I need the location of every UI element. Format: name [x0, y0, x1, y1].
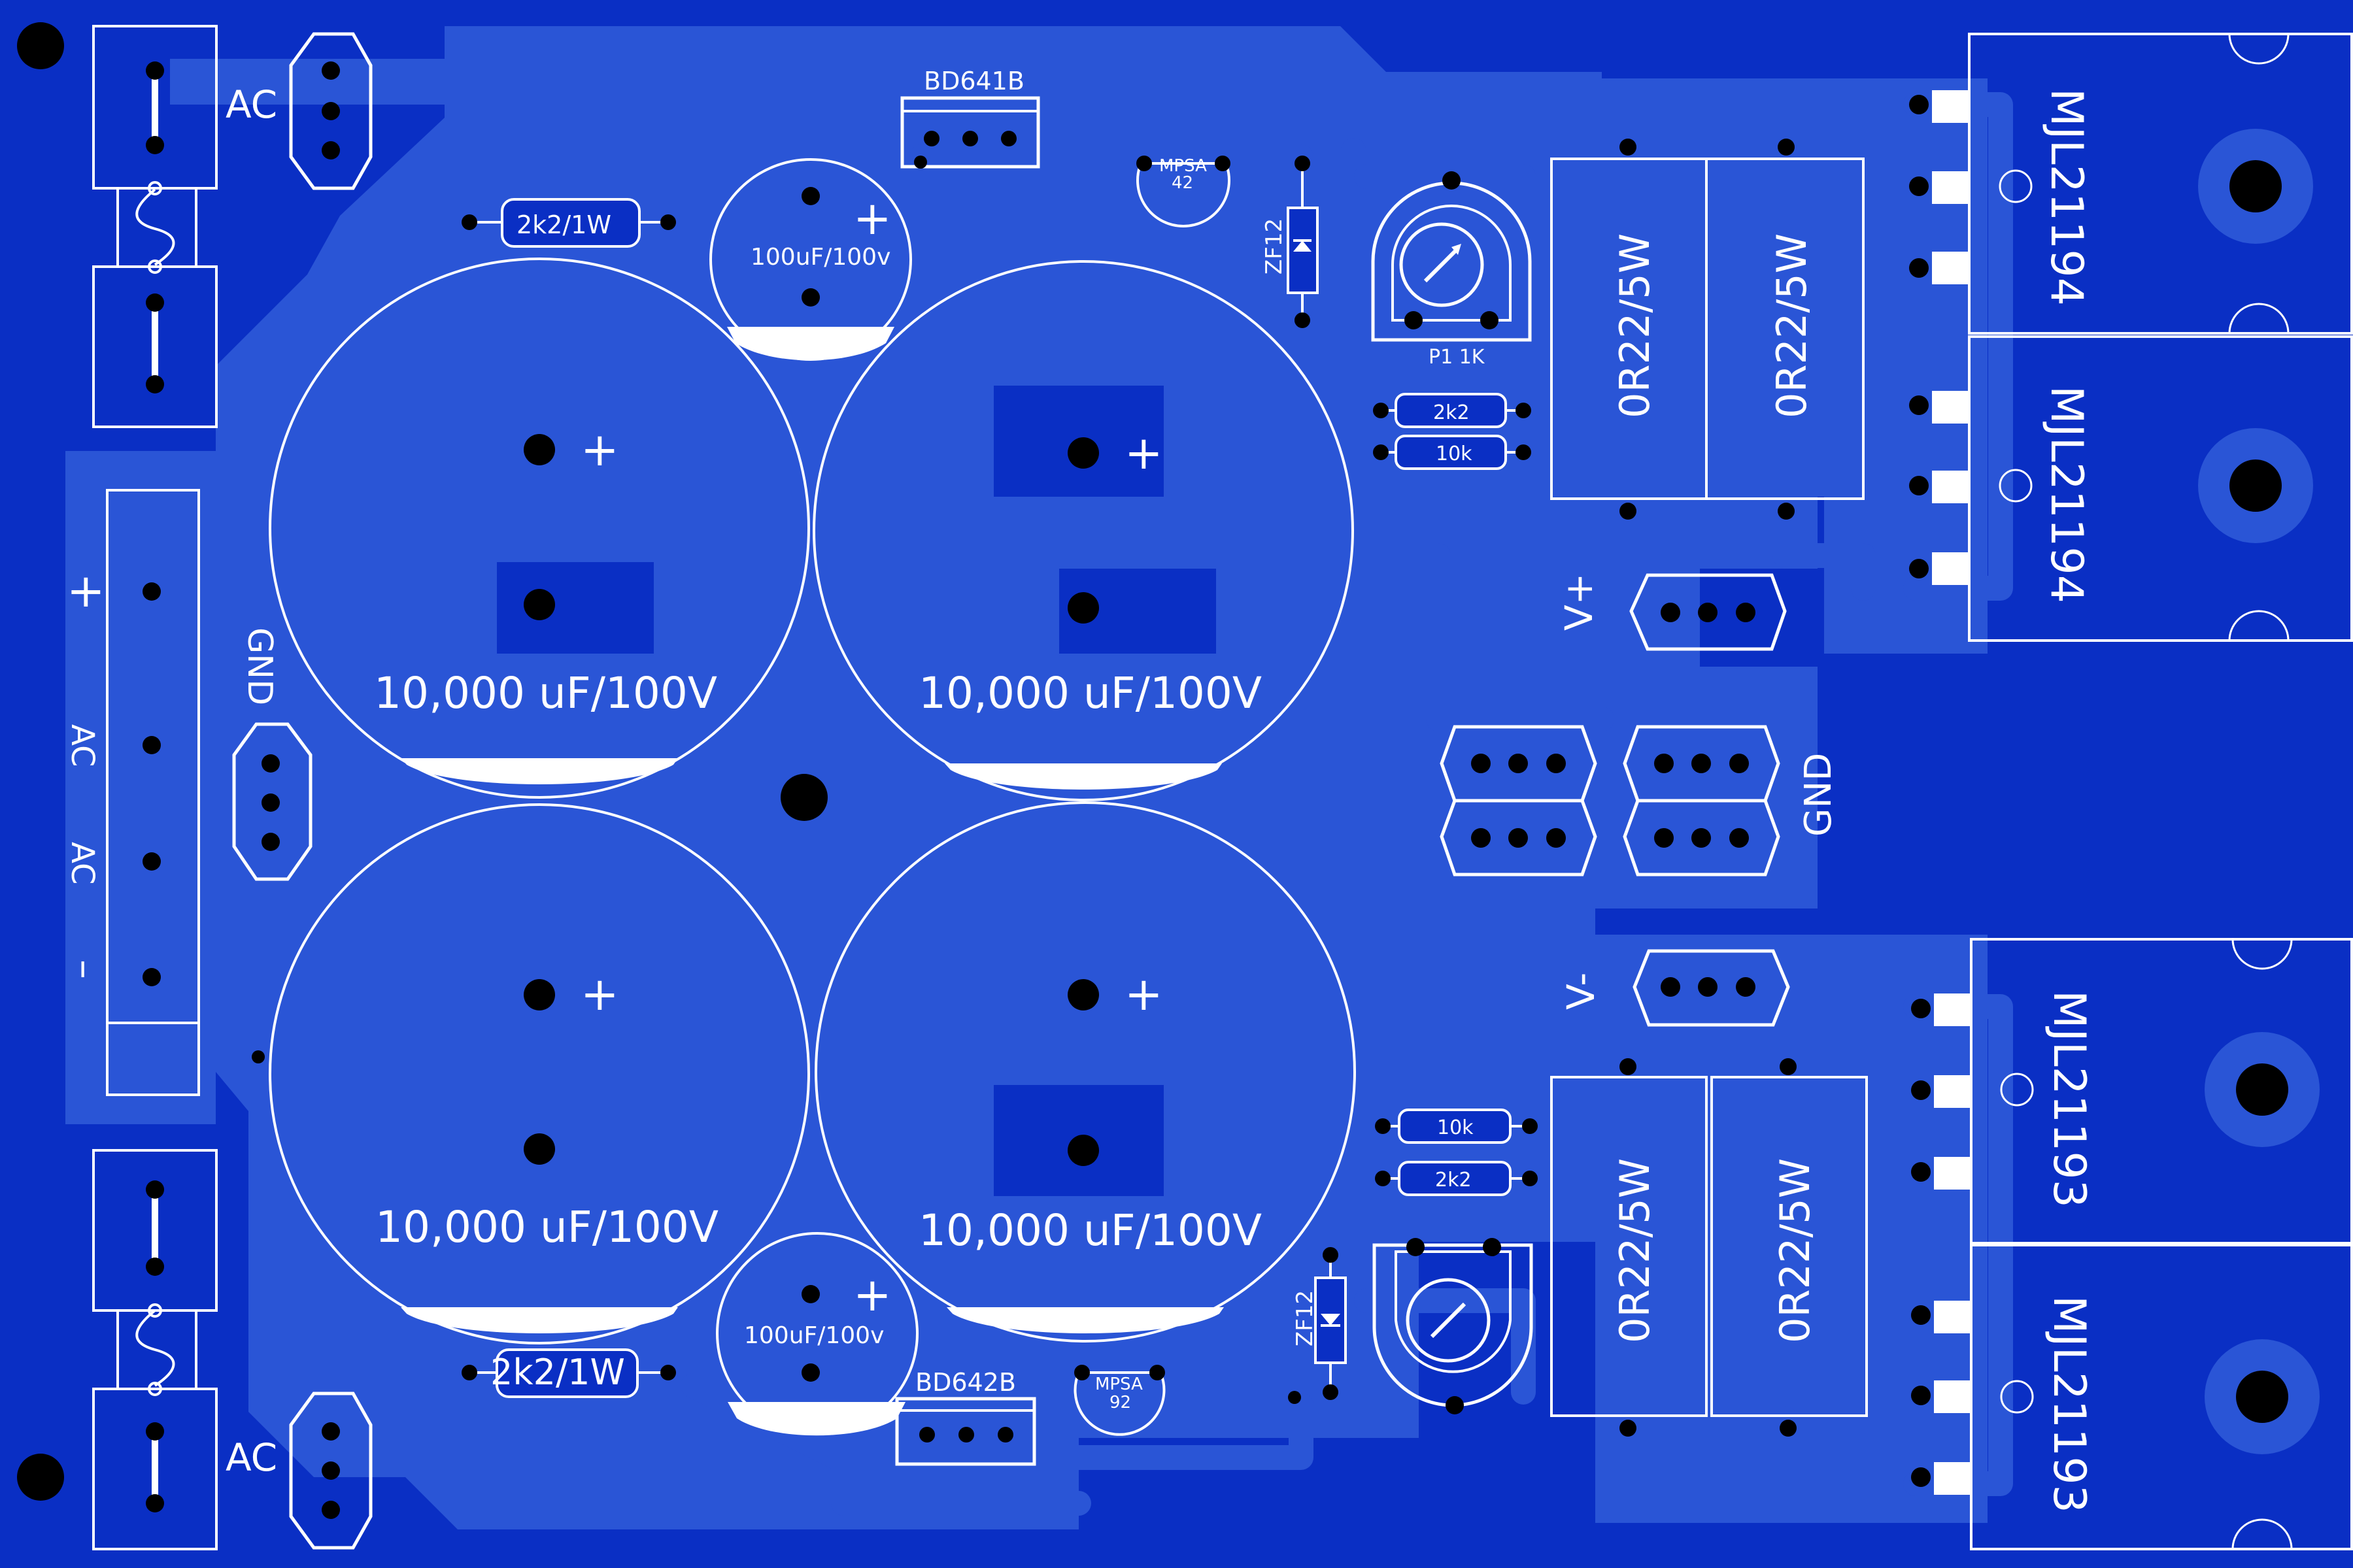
main-capacitor-bl — [269, 803, 810, 1344]
main-capacitor-bl-label: 10,000 uF/100V — [375, 1202, 719, 1252]
main-capacitor-tr-label: 10,000 uF/100V — [919, 668, 1262, 718]
main-capacitor-tl — [269, 258, 810, 799]
power-transistor-2 — [1909, 335, 2353, 642]
resistor-2k2-1w-top — [462, 198, 676, 248]
power-resistor-4-label: 0R22/5W — [1771, 1158, 1819, 1343]
mounting-hole-tl — [17, 22, 64, 69]
ac-connector-bottom[interactable] — [289, 1392, 373, 1550]
power-resistor-2-label: 0R22/5W — [1768, 233, 1816, 418]
mounting-hole-bl — [17, 1454, 64, 1501]
main-capacitor-tr-plus: + — [1125, 426, 1163, 480]
transistor-mpsa42-label-a: MPSA — [1159, 156, 1207, 176]
v-plus-connector[interactable] — [1629, 573, 1787, 651]
bridge-minus-label: – — [62, 959, 108, 979]
main-capacitor-br-label: 10,000 uF/100V — [919, 1205, 1262, 1256]
power-transistor-4 — [1911, 1244, 2353, 1550]
v-plus-label: V+ — [1557, 573, 1601, 631]
small-capacitor-bottom-plus: + — [853, 1268, 892, 1322]
resistor-10k-top-label: 10k — [1436, 442, 1472, 465]
main-capacitor-tl-plus: + — [581, 423, 619, 476]
main-capacitor-br-plus: + — [1125, 967, 1163, 1021]
small-capacitor-bottom-label: 100uF/100v — [744, 1322, 884, 1349]
power-transistor-1-label: MJL21194 — [2040, 88, 2092, 306]
fuse-holder-top-pads — [146, 61, 164, 393]
trimmer-pot-bottom[interactable] — [1372, 1238, 1533, 1414]
resistor-2k2-top — [1373, 393, 1531, 428]
ac-top-label: AC — [226, 82, 277, 127]
transistor-mpsa42 — [1136, 156, 1230, 227]
transistor-bd641b-label: BD641B — [924, 67, 1024, 95]
resistor-10k-bottom-label: 10k — [1437, 1116, 1474, 1139]
v-minus-label: V- — [1559, 973, 1603, 1010]
pot-label: P1 1K — [1429, 346, 1485, 369]
mounting-hole-center — [781, 774, 828, 821]
resistor-2k2-bottom-label: 2k2 — [1435, 1169, 1472, 1192]
resistor-2k2-top-label: 2k2 — [1433, 401, 1470, 424]
ac-connector-top[interactable] — [289, 32, 373, 190]
resistor-2k2-1w-bottom-label: 2k2/1W — [490, 1352, 625, 1393]
trimmer-pot-top[interactable] — [1371, 171, 1532, 342]
transistor-bd641b — [900, 96, 1040, 169]
zener-diode-bottom — [1314, 1247, 1347, 1400]
main-capacitor-tr — [813, 260, 1354, 801]
transistor-mpsa92-label-b: 92 — [1109, 1393, 1131, 1412]
power-resistor-1-label: 0R22/5W — [1611, 233, 1659, 418]
gnd-left-label: GND — [240, 627, 279, 705]
fuse-holder-top — [92, 25, 218, 428]
power-transistor-1 — [1909, 33, 2353, 335]
gnd-connector-left[interactable] — [232, 722, 313, 881]
small-capacitor-top — [709, 158, 912, 361]
power-resistor-2 — [1705, 139, 1865, 520]
vias — [252, 156, 1308, 1404]
bridge-ac1-label: AC — [64, 724, 101, 767]
resistor-10k-top — [1373, 435, 1531, 470]
power-transistor-4-label: MJL21193 — [2043, 1295, 2095, 1513]
main-capacitor-tl-label: 10,000 uF/100V — [374, 668, 717, 718]
transistor-bd642b — [895, 1397, 1036, 1466]
v-minus-connector[interactable] — [1633, 949, 1790, 1027]
fuse-holder-bottom — [92, 1149, 218, 1550]
bridge-rectifier — [106, 489, 200, 1096]
transistor-bd642b-label: BD642B — [915, 1368, 1016, 1397]
resistor-2k2-bottom — [1375, 1161, 1538, 1196]
small-capacitor-bottom — [716, 1232, 919, 1436]
main-capacitor-bl-plus: + — [581, 967, 619, 1021]
power-resistor-3 — [1550, 1058, 1708, 1437]
fuse-holder-bottom-pads — [146, 1180, 164, 1512]
mounting-holes — [17, 22, 828, 1501]
power-transistor-3 — [1911, 938, 2353, 1244]
zener-bottom-label: ZF12 — [1292, 1290, 1318, 1346]
bridge-ac2-label: AC — [64, 842, 101, 885]
small-capacitor-top-label: 100uF/100v — [751, 244, 890, 271]
gnd-right-label: GND — [1797, 753, 1840, 837]
ac-bottom-label: AC — [226, 1435, 277, 1480]
resistor-2k2-1w-top-label: 2k2/1W — [516, 210, 611, 239]
zener-top-label: ZF12 — [1261, 218, 1287, 275]
power-resistor-4 — [1710, 1058, 1868, 1437]
resistor-10k-bottom — [1375, 1109, 1538, 1144]
gnd-connector-right[interactable] — [1440, 725, 1780, 876]
small-capacitor-top-plus: + — [853, 192, 892, 245]
power-resistor-3-label: 0R22/5W — [1611, 1158, 1659, 1343]
bridge-plus-label: + — [67, 564, 105, 618]
transistor-mpsa42-label-b: 42 — [1172, 173, 1193, 193]
power-transistor-2-label: MJL21194 — [2040, 386, 2092, 603]
transistor-mpsa92 — [1074, 1365, 1166, 1436]
resistor-2k2-1w-bottom — [462, 1348, 676, 1398]
power-transistor-3-label: MJL21193 — [2043, 990, 2095, 1208]
main-capacitor-br — [815, 801, 1356, 1343]
transistor-mpsa92-label-a: MPSA — [1095, 1375, 1143, 1394]
